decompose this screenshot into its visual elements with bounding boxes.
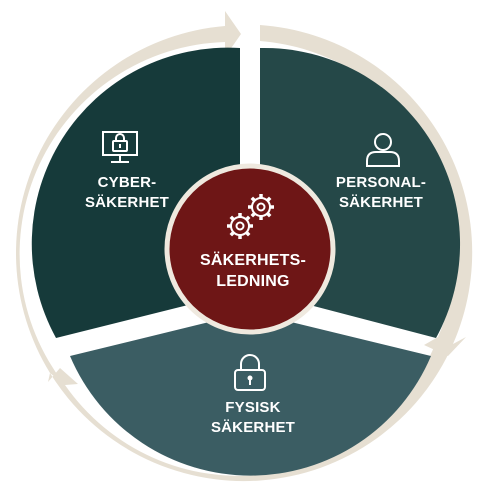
center-label-line2: LEDNING [216,273,290,290]
computer-lock-icon [102,131,138,163]
physical-security-label: FYSISK SÄKERHET [178,398,328,438]
cyber-label-line2: SÄKERHET [84,194,170,211]
center-circle [164,163,336,335]
segment-fysisk [70,312,431,476]
gears-icon [227,194,274,239]
cyber-label-line1: CYBER- [97,174,157,191]
person-icon [366,133,400,167]
personal-label-line1: PERSONAL- [335,174,427,191]
cyber-security-label: CYBER- SÄKERHET [52,173,202,213]
center-label-line1: SÄKERHETS- [199,252,306,269]
personnel-security-label: PERSONAL- SÄKERHET [306,173,456,213]
personal-label-line2: SÄKERHET [338,194,424,211]
ring-arc-left [15,11,242,385]
padlock-icon [234,354,266,391]
ring-arc-top [260,25,473,356]
center-label: SÄKERHETS- LEDNING [178,250,328,292]
fysisk-label-line2: SÄKERHET [210,419,296,436]
fysisk-label-line1: FYSISK [225,399,281,416]
